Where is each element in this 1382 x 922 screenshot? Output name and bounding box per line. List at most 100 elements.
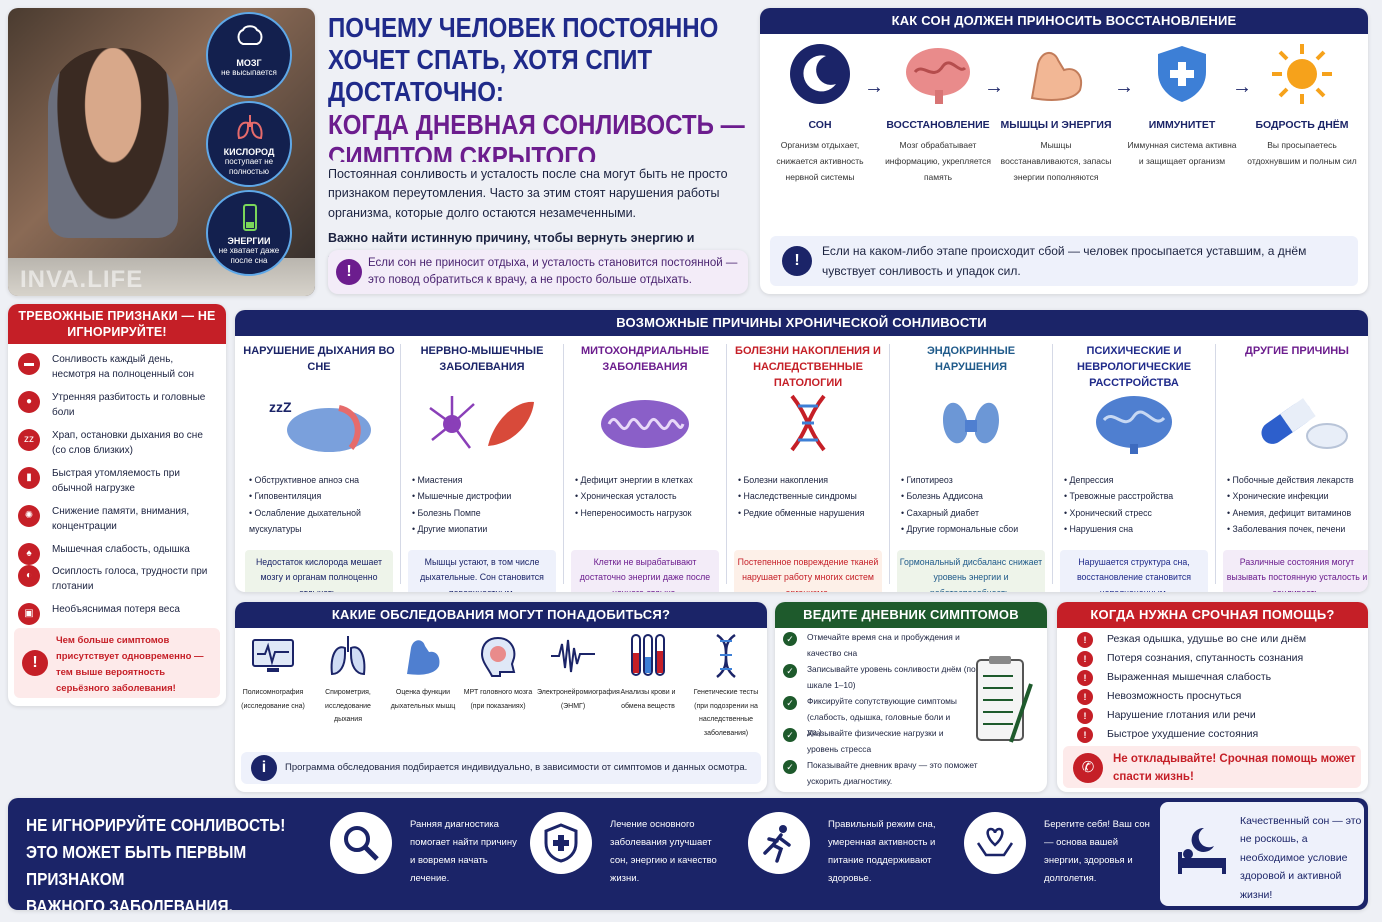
exam-mri: МРТ головного мозга (при показаниях) <box>462 632 534 713</box>
column-divider <box>1215 344 1216 584</box>
check-icon: ✓ <box>783 760 797 774</box>
brain-icon <box>1096 396 1172 454</box>
list-item: Сахарный диабет <box>901 505 1051 521</box>
exam-spirometry: Спирометрия, исследование дыхания <box>312 632 384 727</box>
cause-column: Другие причиныПобочные действия лекарств… <box>1217 336 1368 592</box>
intro-warning: ! Если сон не приносит отдыха, и усталос… <box>328 250 748 294</box>
yawning-woman-image <box>48 48 178 238</box>
column-divider <box>563 344 564 584</box>
cause-column: Болезни накопления и наследственные пато… <box>728 336 888 592</box>
warning-icon: ! <box>1077 727 1093 743</box>
warning-icon: ! <box>1077 689 1093 705</box>
cause-list: ДепрессияТревожные расстройстваХроническ… <box>1054 472 1214 546</box>
check-icon: ✓ <box>783 664 797 678</box>
cause-column: Нервно-мышечные заболеванияМиастенияМыше… <box>402 336 562 592</box>
column-divider <box>726 344 727 584</box>
snore-icon: zz <box>18 429 40 451</box>
list-item: !Выраженная мышечная слабость <box>1077 670 1271 686</box>
panel-header: Ведите дневник симптомов <box>775 602 1047 628</box>
clipboard-icon <box>976 656 1033 743</box>
cause-illustration: zzZ <box>239 388 399 458</box>
warning-icon: ! <box>1077 670 1093 686</box>
exam-respiratory-muscles: Оценка функции дыхательных мышц <box>387 632 459 713</box>
sleeping-head-icon: zzZ <box>269 399 371 452</box>
panel-header: Как сон должен приносить восстановление <box>760 8 1368 34</box>
step-immunity: Иммунитет Иммунная система активна и защ… <box>1126 42 1238 169</box>
dna-icon <box>790 394 826 452</box>
step-muscles: Мышцы и энергия Мышцы восстанавливаются,… <box>1000 42 1112 185</box>
cause-column: Психические и неврологические расстройст… <box>1054 336 1214 592</box>
cause-list: ГипотиреозБолезнь АддисонаСахарный диабе… <box>891 472 1051 546</box>
list-item: ✓Отмечайте время сна и пробуждения и кач… <box>783 630 983 661</box>
battery-low-icon: ▮ <box>18 467 40 489</box>
phone-icon: ✆ <box>1073 753 1103 783</box>
list-item: Гиповентиляция <box>249 488 399 504</box>
exam-polysomnography: Полисомнография (исследование сна) <box>237 632 309 713</box>
cause-illustration <box>1054 388 1214 458</box>
list-item: Анемия, дефицит витаминов <box>1227 505 1368 521</box>
exclamation-icon: ! <box>782 246 812 276</box>
hero-photo: INVA.LIFE МОЗГ не высыпается КИСЛОРОД по… <box>8 8 315 296</box>
footer-headline: Не игнорируйте сонливость! Это может быт… <box>26 815 286 910</box>
exclamation-icon: ! <box>22 650 48 676</box>
brain-icon: ✺ <box>18 505 40 527</box>
arrow-icon: → <box>864 76 884 98</box>
causes-panel: Возможные причины хронической сонливости… <box>235 310 1368 592</box>
cause-note: Нарушается структура сна, восстановление… <box>1060 550 1208 592</box>
warning-icon: ! <box>1077 632 1093 648</box>
cause-note: Различные состояния могут вызывать посто… <box>1223 550 1368 592</box>
cause-note: Недостаток кислорода мешает мозгу и орга… <box>245 550 393 592</box>
monitor-icon <box>252 639 294 672</box>
list-item: ▮Быстрая утомляемость при обычной нагруз… <box>18 466 218 496</box>
head-mri-icon <box>480 636 516 677</box>
cause-column: Эндокринные нарушенияГипотиреозБолезнь А… <box>891 336 1051 592</box>
list-item: Побочные действия лекарств <box>1227 472 1368 488</box>
cause-note: Клетки не вырабатывают достаточно энерги… <box>571 550 719 592</box>
lungs-icon <box>237 115 263 140</box>
svg-text:zzZ: zzZ <box>269 399 292 415</box>
shield-icon <box>1158 46 1206 102</box>
muscle-icon <box>1030 52 1082 101</box>
cause-title: Нервно-мышечные заболевания <box>420 345 544 373</box>
cause-list: Дефицит энергии в клеткахХроническая уст… <box>565 472 725 546</box>
list-item: Нарушения сна <box>1064 521 1214 537</box>
brain-bubble: МОЗГ не высыпается <box>206 12 292 98</box>
list-item: Депрессия <box>1064 472 1214 488</box>
cause-illustration <box>728 388 888 458</box>
moon-icon <box>790 44 850 104</box>
list-item: Тревожные расстройства <box>1064 488 1214 504</box>
panel-header: Когда нужна срочная помощь? <box>1057 602 1368 628</box>
cause-illustration <box>402 388 562 458</box>
cause-column: Митохондриальные заболеванияДефицит энер… <box>565 336 725 592</box>
symptom-diary-panel: Ведите дневник симптомов ✓Отмечайте врем… <box>775 602 1047 792</box>
list-item: Наследственные синдромы <box>738 488 888 504</box>
list-item: Болезни накопления <box>738 472 888 488</box>
cause-note: Гормональный дисбаланс снижает уровень э… <box>897 550 1045 592</box>
list-item: Заболевания почек, печени <box>1227 521 1368 537</box>
list-item: Редкие обменные нарушения <box>738 505 888 521</box>
pills-icon <box>1261 398 1348 449</box>
cause-illustration <box>565 388 725 458</box>
panel-header: Какие обследования могут понадобиться? <box>235 602 767 628</box>
cause-note: Мышцы устают, в том числе дыхательные. С… <box>408 550 556 592</box>
exams-panel: Какие обследования могут понадобиться? П… <box>235 602 767 792</box>
muscle-icon <box>407 640 440 675</box>
cause-list: Болезни накопленияНаследственные синдром… <box>728 472 888 546</box>
thyroid-icon <box>943 402 999 444</box>
column-divider <box>889 344 890 584</box>
list-item: Болезнь Помпе <box>412 505 562 521</box>
warning-icon: ! <box>1077 708 1093 724</box>
footer-banner: Не игнорируйте сонливость! Это может быт… <box>8 798 1368 910</box>
chain-warning: ! Если на каком-либо этапе происходит сб… <box>770 236 1358 286</box>
cause-title: Митохондриальные заболевания <box>580 345 710 373</box>
alarm-note: ! Чем больше симптомов присутствует одно… <box>14 628 220 698</box>
footer-closing-note: Качественный сон — это не роскошь, а нео… <box>1160 802 1364 906</box>
list-item: Мышечные дистрофии <box>412 488 562 504</box>
neuron-muscle-icon <box>429 396 534 449</box>
panel-header: Тревожные признаки — не игнорируйте! <box>8 304 226 344</box>
lungs-icon <box>330 636 366 676</box>
warning-icon: ! <box>1077 651 1093 667</box>
waveform-icon <box>551 639 595 673</box>
list-item: Ослабление дыхательной мускулатуры <box>249 505 399 538</box>
